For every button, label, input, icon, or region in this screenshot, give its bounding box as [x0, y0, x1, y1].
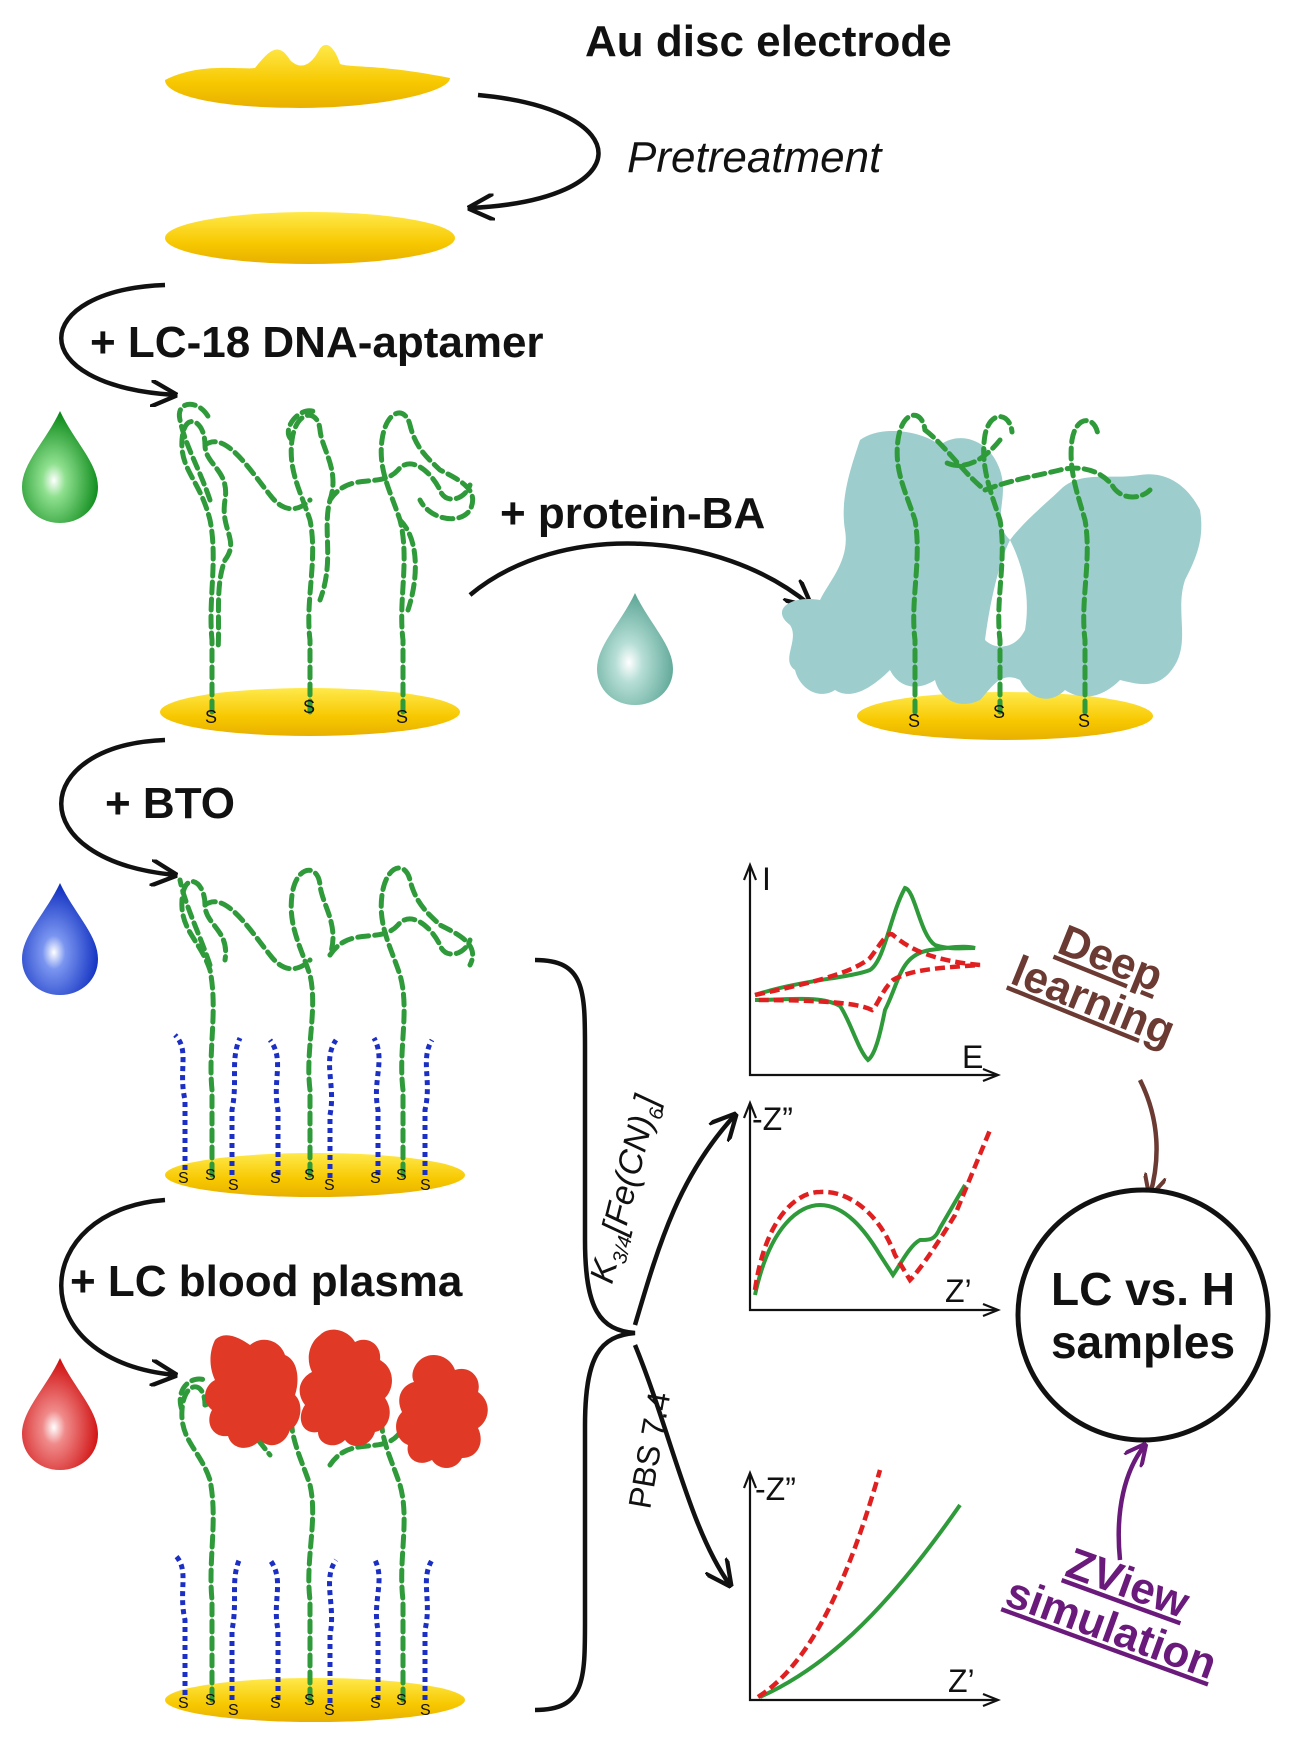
protein-blob [781, 430, 1202, 704]
bto-arrow [59, 737, 175, 875]
pbs-branch-arrow [632, 1344, 730, 1585]
cv-plot: I E [742, 861, 1001, 1083]
eis-redox-red-curve [752, 1129, 993, 1291]
svg-text:S: S [304, 1692, 315, 1709]
svg-text:S: S [205, 707, 217, 727]
protein-step-label: + protein-BA [500, 489, 765, 538]
eis-redox-plot: -Z” Z’ [742, 1100, 1001, 1318]
svg-text:S: S [228, 1177, 239, 1194]
svg-text:S: S [396, 1692, 407, 1709]
measurement-brace [534, 957, 636, 1713]
aptamer-step-label: + LC-18 DNA-aptamer [90, 318, 544, 367]
redox-branch-arrow [632, 1115, 735, 1326]
plasma-electrode: S S S S S S S S S [165, 1329, 488, 1722]
svg-text:S: S [205, 1692, 216, 1709]
svg-text:S: S [270, 1170, 281, 1187]
svg-text:S: S [993, 702, 1005, 722]
svg-text:S: S [304, 1167, 315, 1184]
drop-green-icon [22, 411, 98, 523]
svg-text:S: S [324, 1702, 335, 1719]
svg-text:S: S [420, 1177, 431, 1194]
svg-text:S: S [396, 1167, 407, 1184]
eis-pbs-green-curve [759, 1503, 962, 1699]
svg-text:S: S [270, 1695, 281, 1712]
cv-red-curve [754, 931, 981, 1013]
eis-pbs-plot: -Z” Z’ [742, 1469, 1001, 1708]
plasma-protein-1 [204, 1335, 301, 1448]
svg-text:S: S [178, 1170, 189, 1187]
svg-text:S: S [324, 1177, 335, 1194]
svg-text:S: S [370, 1695, 381, 1712]
eis-redox-y-label: -Z” [752, 1101, 793, 1137]
plasma-arrow [59, 1197, 175, 1375]
drop-red-icon [22, 1358, 98, 1470]
eis-redox-x-label: Z’ [945, 1273, 972, 1309]
pretreatment-label: Pretreatment [627, 133, 883, 182]
result-line2: samples [1051, 1316, 1235, 1368]
eis-pbs-y-label: -Z” [755, 1471, 796, 1507]
cv-x-label: E [962, 1039, 983, 1075]
deep-learning-label: Deep learning [1005, 916, 1182, 1056]
bto-electrode: S S S S S S S S S [165, 865, 476, 1197]
svg-text:S: S [228, 1702, 239, 1719]
svg-text:S: S [1078, 711, 1090, 731]
cv-green-curve [754, 885, 976, 1063]
aptamer-arrow [59, 282, 175, 395]
plasma-protein-2 [299, 1329, 392, 1447]
bto-step-label: + BTO [105, 779, 235, 828]
svg-text:S: S [178, 1695, 189, 1712]
title-label: Au disc electrode [585, 17, 952, 66]
deep-learning-arrow [1137, 1078, 1157, 1195]
rough-electrode [165, 44, 450, 108]
drop-blue-icon [22, 883, 98, 995]
eis-pbs-red-curve [756, 1469, 883, 1699]
protein-arrow [468, 541, 810, 605]
svg-text:S: S [908, 711, 920, 731]
clean-electrode [165, 212, 455, 264]
result-circle [1015, 1187, 1271, 1443]
redox-probe-label: K3/4[Fe(CN)6] [583, 1090, 672, 1288]
svg-text:S: S [396, 707, 408, 727]
drop-teal-icon [597, 593, 673, 705]
aptamer-electrode: S S S [160, 401, 476, 736]
eis-pbs-x-label: Z’ [948, 1663, 975, 1699]
zview-arrow [1116, 1445, 1145, 1561]
eis-redox-green-curve [753, 1183, 967, 1296]
pretreatment-arrow [470, 92, 601, 208]
protein-electrode: S S S [781, 412, 1202, 740]
svg-text:S: S [205, 1167, 216, 1184]
svg-text:S: S [420, 1702, 431, 1719]
cv-y-label: I [762, 861, 771, 897]
plasma-protein-3 [396, 1355, 488, 1468]
plasma-step-label: + LC blood plasma [70, 1257, 463, 1306]
svg-text:S: S [370, 1170, 381, 1187]
result-line1: LC vs. H [1051, 1263, 1235, 1315]
buffer-label: PBS 7.4 [621, 1389, 677, 1511]
svg-text:S: S [303, 697, 315, 717]
